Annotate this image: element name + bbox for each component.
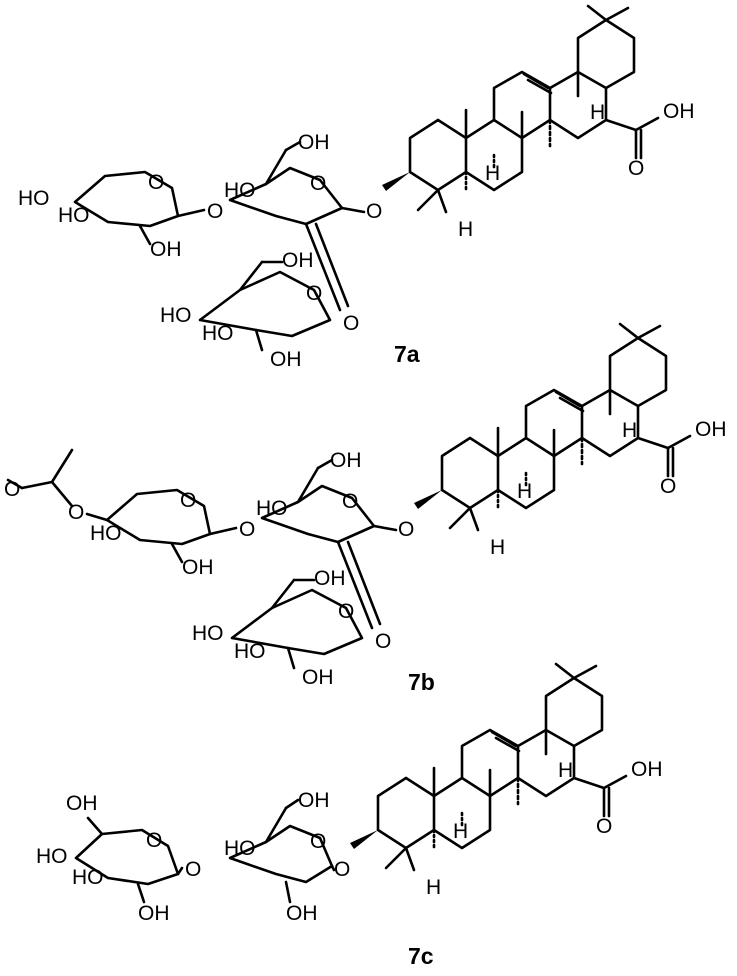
ring-o-label: O <box>146 829 162 852</box>
oh-label: OH <box>298 131 330 154</box>
ho-label: HO <box>234 640 266 663</box>
h-label: H <box>485 162 500 185</box>
oh-label: OH <box>298 789 330 812</box>
carbonyl-o-label: O <box>596 815 612 838</box>
oh-label: OH <box>314 567 346 590</box>
ring-o-label: O <box>148 171 164 194</box>
oh-label: OH <box>150 238 182 261</box>
ho-label: HO <box>192 622 224 645</box>
oh-label: OH <box>182 556 214 579</box>
oh-label: OH <box>138 902 170 925</box>
cooh-label: OH <box>663 100 695 123</box>
ring-o-label: O <box>310 830 326 853</box>
carbonyl-o-label: O <box>660 475 676 498</box>
ho-label: HO <box>202 322 234 345</box>
h-label: H <box>458 218 473 241</box>
ho-label: HO <box>160 304 192 327</box>
compound-label-7c: 7c <box>408 943 434 969</box>
h-label: H <box>490 536 505 559</box>
compound-7a-structure: H H H OH O O OH HO O O HO HO OH O OH HO … <box>18 4 695 371</box>
h-label: H <box>453 820 468 843</box>
ho-label: HO <box>72 866 104 889</box>
h-label: H <box>426 876 441 899</box>
oh-label: OH <box>302 666 334 689</box>
oh-label: OH <box>66 792 98 815</box>
ho-label: HO <box>90 522 122 545</box>
cooh-label: OH <box>695 418 727 441</box>
ring-o-label: O <box>306 282 322 305</box>
oh-label: OH <box>330 449 362 472</box>
glycosidic-o-label: O <box>366 200 382 223</box>
ester-o-label: O <box>68 501 84 524</box>
link-o-label: O <box>207 200 223 223</box>
h-label: H <box>622 419 637 442</box>
ho-label: HO <box>58 204 90 227</box>
glycosidic-o-label: O <box>334 858 350 881</box>
glycosidic-o-label: O <box>398 518 414 541</box>
link-o-label: O <box>239 518 255 541</box>
ho-label: HO <box>36 845 68 868</box>
h-label: H <box>517 480 532 503</box>
link-o-label: O <box>185 858 201 881</box>
triterpene-skeleton-7b <box>412 322 692 532</box>
ho-label: HO <box>224 179 256 202</box>
ring-o-label: O <box>342 490 358 513</box>
h-label: H <box>558 759 573 782</box>
ho-label: HO <box>18 187 50 210</box>
compound-7c-structure: H H H OH O O OH HO O OH O OH HO HO OH O … <box>36 662 663 969</box>
link-o-label: O <box>375 630 391 653</box>
oh-label: OH <box>286 902 318 925</box>
link-o-label: O <box>343 312 359 335</box>
h-label: H <box>590 101 605 124</box>
carbonyl-o-label: O <box>628 157 644 180</box>
compound-label-7a: 7a <box>394 341 420 367</box>
triterpene-skeleton-7c <box>348 662 628 872</box>
acetyl-o-label: O <box>4 478 20 501</box>
ring-o-label: O <box>338 600 354 623</box>
ring-o-label: O <box>180 489 196 512</box>
cooh-label: OH <box>631 758 663 781</box>
triterpene-skeleton-7a <box>380 4 660 214</box>
ho-label: HO <box>224 837 256 860</box>
oh-label: OH <box>270 348 302 371</box>
ho-label: HO <box>256 497 288 520</box>
oh-label: OH <box>282 249 314 272</box>
compound-label-7b: 7b <box>408 669 435 695</box>
ring-o-label: O <box>310 172 326 195</box>
compound-7b-structure: H H H OH O O OH HO O O HO OH O O O OH <box>4 322 727 695</box>
